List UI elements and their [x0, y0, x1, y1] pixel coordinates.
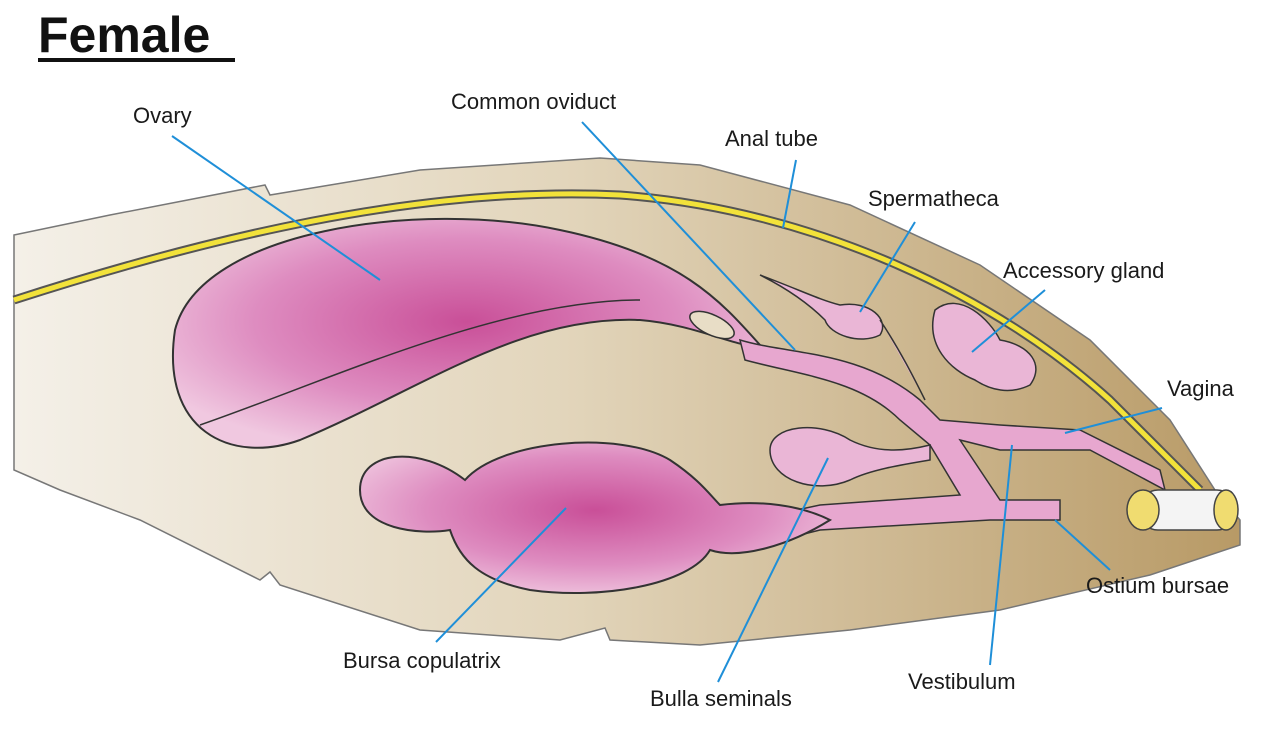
accessory-gland-leader-line	[971, 289, 1046, 353]
title: Female	[38, 7, 235, 63]
label-spermatheca: Spermatheca	[868, 186, 1000, 211]
label-bursa-copulatrix: Bursa copulatrix	[343, 648, 501, 673]
label-vestibulum: Vestibulum	[908, 669, 1016, 694]
bursa-copulatrix	[358, 441, 833, 595]
label-ostium-bursae: Ostium bursae	[1086, 573, 1229, 598]
bursa-copulatrix-leader-line	[435, 507, 567, 643]
spermatheca-leader-line	[859, 221, 916, 313]
anal-tube-leader-line	[782, 159, 797, 229]
ovary-leader-line	[171, 135, 381, 281]
common-oviduct-leader-line	[581, 121, 796, 351]
label-accessory-gland: Accessory gland	[1003, 258, 1164, 283]
bulla-seminals-leader-line	[717, 457, 829, 683]
common-oviduct	[738, 338, 1167, 546]
label-ovary: Ovary	[133, 103, 192, 128]
vagina-leader-line	[1064, 407, 1163, 434]
vestibulum-leader-line	[989, 444, 1013, 666]
accessory-gland	[932, 302, 1037, 392]
svg-text:Female: Female	[38, 7, 210, 63]
ostium-bursae	[1126, 489, 1239, 531]
label-vagina: Vagina	[1167, 376, 1235, 401]
label-bulla-seminals: Bulla seminals	[650, 686, 792, 711]
label-common-oviduct: Common oviduct	[451, 89, 616, 114]
label-anal-tube: Anal tube	[725, 126, 818, 151]
spermatheca	[759, 274, 926, 401]
ostium-bursae-leader-line	[1054, 519, 1111, 571]
